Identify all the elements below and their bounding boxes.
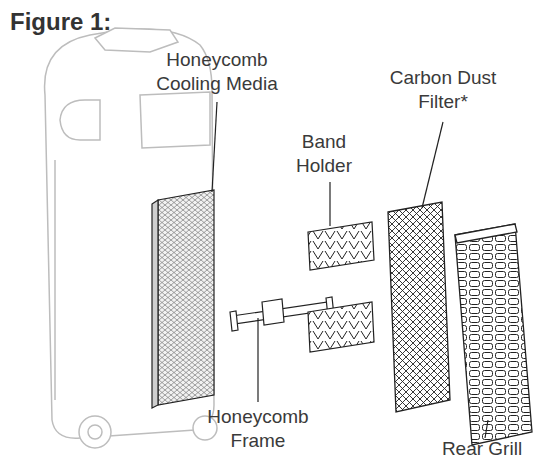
figure-title: Figure 1: xyxy=(10,8,111,36)
leader-line-part xyxy=(257,318,258,402)
cooling-media-part xyxy=(158,190,214,405)
carbon-filter xyxy=(388,202,450,412)
band-holder-part xyxy=(308,222,374,270)
part-label: Band Holder xyxy=(279,130,369,178)
leader-line-part xyxy=(422,122,443,208)
cooler-body-part xyxy=(79,416,111,448)
cooler-body-part xyxy=(54,160,56,400)
cooler-body-part xyxy=(60,100,100,140)
leader-line xyxy=(212,102,488,438)
rear-grill-part xyxy=(455,224,517,243)
leader-line-part xyxy=(212,102,217,192)
leader-line-part xyxy=(329,182,330,226)
honeycomb-frame-part xyxy=(230,311,238,331)
part-label: Honeycomb Cooling Media xyxy=(142,48,292,96)
rear-grill xyxy=(455,224,532,445)
cooling-media-part xyxy=(152,200,158,408)
band-holder-part xyxy=(308,302,374,352)
honeycomb-frame-part xyxy=(262,299,284,325)
part-label: Honeycomb Frame xyxy=(198,405,318,453)
cooling-media xyxy=(152,190,214,408)
part-label: Carbon Dust Filter* xyxy=(378,66,508,114)
leader-line-part xyxy=(485,420,488,438)
cooler-body-part xyxy=(88,425,102,439)
carbon-filter-part xyxy=(388,202,450,412)
rear-grill-part xyxy=(455,224,532,445)
band-holder xyxy=(308,222,374,352)
cooler-body-part xyxy=(140,92,210,148)
part-label: Rear Grill xyxy=(427,437,537,461)
